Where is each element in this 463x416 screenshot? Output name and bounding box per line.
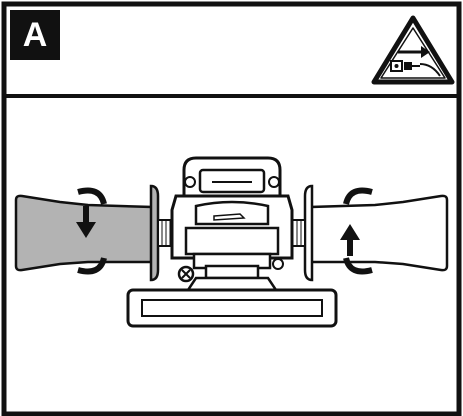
- rotate-clockwise-arrow-icon: [76, 187, 107, 275]
- right-side-handle: [286, 184, 449, 282]
- rotate-counterclockwise-arrow-icon: [340, 187, 373, 275]
- left-side-handle: [14, 184, 177, 282]
- unplug-warning-icon: [371, 15, 455, 85]
- angle-grinder-body: [126, 156, 338, 328]
- panel-label: A: [10, 10, 60, 60]
